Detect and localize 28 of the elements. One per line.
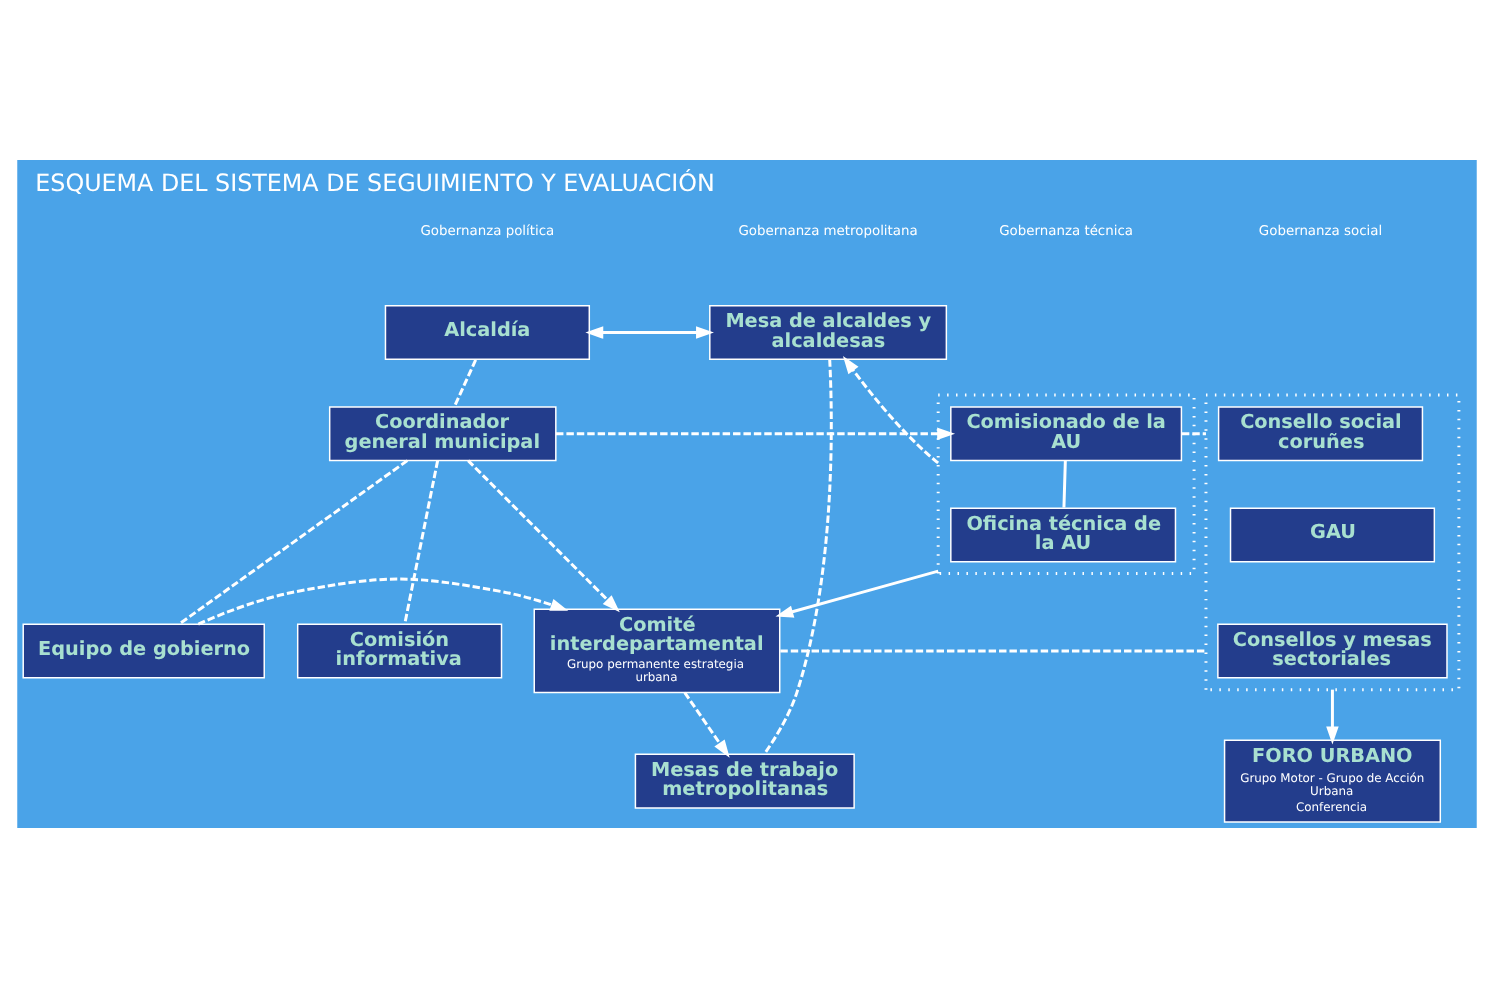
arrow: [467, 458, 620, 612]
connector: [453, 358, 477, 406]
connector: [178, 458, 409, 625]
node-box: Oficina técnica de la AU: [950, 506, 1177, 562]
arrow: [585, 325, 714, 338]
arrow: [1326, 688, 1339, 744]
arrow: [197, 576, 569, 625]
node-box: Consellos y mesas sectoriales: [1217, 622, 1448, 678]
node-box: Equipo de gobierno: [22, 622, 265, 678]
connector: [780, 648, 1206, 652]
node-box: Comisión informativa: [296, 622, 503, 678]
arrow: [683, 690, 730, 757]
node-box: Mesas de trabajo metropolitanas: [634, 752, 855, 808]
arrow: [842, 355, 940, 464]
node-box: Alcaldía: [384, 304, 591, 360]
connector: [1062, 460, 1067, 507]
connector: [403, 459, 440, 624]
arrow: [775, 568, 939, 617]
arrow: [556, 426, 956, 439]
node-box: Coordinador general municipal: [328, 405, 557, 461]
connector: [763, 358, 833, 754]
node-box: Comisionado de la AU: [950, 405, 1183, 461]
node-box: GAU: [1229, 506, 1436, 562]
cluster: [1204, 392, 1461, 691]
node-box: Consello social coruñes: [1217, 405, 1424, 461]
connector: [1181, 431, 1206, 435]
diagram-title: ESQUEMA DEL SISTEMA DE SEGUIMIENTO Y EVALUACIÓN: [35, 167, 715, 196]
node-box: Mesa de alcaldes y alcaldesas: [709, 304, 948, 360]
